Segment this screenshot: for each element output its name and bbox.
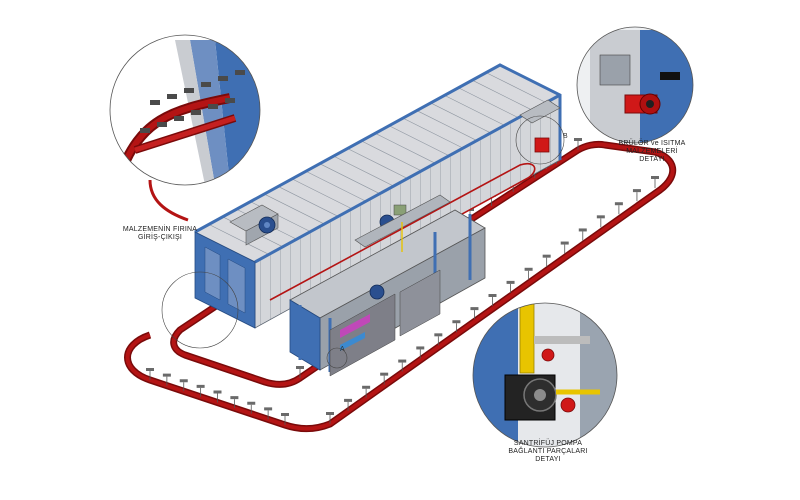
pump-motor-icon: [369, 284, 385, 300]
hanger-clip: [452, 320, 461, 333]
hanger-clip: [196, 384, 205, 397]
marker-a: A: [340, 346, 345, 353]
hanger-clip: [230, 396, 239, 409]
hanger-clip: [398, 359, 407, 372]
hanger-clip: [213, 390, 222, 403]
hanger-clip: [470, 307, 479, 320]
washer-unit: [289, 194, 486, 377]
hanger-clip: [380, 372, 389, 385]
hanger-clip: [632, 189, 641, 202]
hanger-clip: [362, 385, 371, 398]
hanger-clip: [146, 368, 154, 380]
hanger-clip: [264, 407, 273, 420]
hanger-clip: [542, 254, 551, 267]
hanger-clip: [247, 401, 256, 414]
hanger-clip: [488, 294, 497, 306]
inlet-callout-label: MALZEMENİN FIRINA GİRİŞ-ÇIKIŞI: [122, 226, 198, 241]
hanger-clip: [162, 373, 171, 386]
hanger-clip: [651, 176, 659, 188]
hanger-clip: [281, 413, 289, 425]
hanger-clip: [296, 366, 304, 378]
burner-callout-label: BRÜLÖR ve ISITMA MALZEMELERİ DETAYI: [618, 140, 686, 163]
hanger-clip: [344, 398, 353, 411]
hanger-clip: [416, 346, 425, 359]
hanger-clip: [434, 333, 443, 346]
hanger-clip: [179, 379, 188, 392]
hanger-clip: [524, 267, 533, 280]
hanger-clip: [578, 228, 587, 241]
hanger-clip: [560, 241, 569, 254]
hanger-clip: [596, 215, 605, 228]
detail-ring-b: [515, 115, 565, 165]
hanger-clip: [506, 280, 515, 293]
pump-detail-circle: [473, 303, 617, 447]
pump-callout-label: SANTRİFÜJ POMPA BAĞLANTI PARÇALARI DETAY…: [508, 440, 588, 463]
hanger-clip: [614, 202, 623, 215]
hanger-clip: [574, 138, 582, 150]
marker-b: B: [563, 133, 568, 140]
detail-ring-inlet: [161, 271, 239, 349]
hanger-clip: [326, 412, 334, 424]
burner-detail-circle: [577, 27, 693, 143]
burner-icon: [534, 137, 550, 153]
oven-body: [194, 63, 562, 329]
detail-ring-a: [326, 347, 348, 369]
inlet-detail-circle: [110, 35, 260, 185]
